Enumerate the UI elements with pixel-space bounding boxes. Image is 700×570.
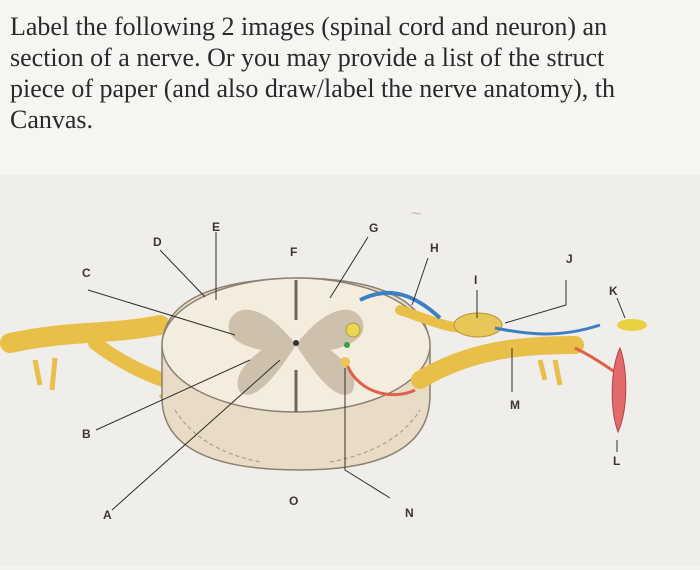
right-rootlets xyxy=(537,359,563,386)
interneuron xyxy=(345,322,361,338)
leader-line-k xyxy=(616,297,626,319)
label-d: D xyxy=(153,235,162,249)
motor-axon-internal xyxy=(345,364,416,397)
label-o: O xyxy=(289,494,298,508)
leader-line-j xyxy=(504,280,567,324)
right-spinal-nerve xyxy=(411,336,584,389)
question-line-3: piece of paper (and also draw/label the … xyxy=(10,74,615,103)
label-j: J xyxy=(566,252,573,266)
motor-neuron-body xyxy=(340,357,350,367)
gray-matter-left xyxy=(228,309,296,395)
label-m: M xyxy=(510,398,520,412)
spinal-cord-figure: ~ xyxy=(0,175,700,566)
leader-line-c xyxy=(87,289,236,336)
sensory-receptor xyxy=(617,319,647,331)
central-canal xyxy=(293,340,299,346)
left-spinal-nerve xyxy=(0,315,170,353)
leader-line-d xyxy=(159,249,206,298)
question-text: Label the following 2 images (spinal cor… xyxy=(0,0,700,175)
leader-line-a xyxy=(111,359,281,511)
label-b: B xyxy=(82,427,91,441)
spinal-cord-diagram: ~ xyxy=(0,204,647,522)
label-e: E xyxy=(212,220,220,234)
left-rootlets xyxy=(32,357,58,391)
dorsal-root-ganglion xyxy=(453,312,503,338)
leader-line-b xyxy=(95,359,251,431)
leader-line-n xyxy=(344,368,391,499)
pencil-scribble: ~ xyxy=(410,204,423,222)
leader-line-g xyxy=(329,236,369,299)
label-g: G xyxy=(369,221,378,235)
question-line-4: Canvas. xyxy=(10,105,94,134)
sensory-axon xyxy=(359,290,442,320)
label-f: F xyxy=(290,245,297,259)
sensory-fiber xyxy=(494,323,601,336)
label-k: K xyxy=(609,284,618,298)
label-n: N xyxy=(405,506,414,520)
label-a: A xyxy=(103,508,112,522)
effector-muscle xyxy=(611,346,627,434)
dashed-outline xyxy=(174,409,421,463)
label-c: C xyxy=(82,266,91,280)
synapse-dot xyxy=(344,342,350,348)
leader-lines xyxy=(87,232,626,511)
leader-line-h xyxy=(411,257,429,306)
label-l: L xyxy=(613,454,620,468)
question-line-1: Label the following 2 images (spinal cor… xyxy=(10,12,608,41)
label-h: H xyxy=(430,241,439,255)
question-line-2: section of a nerve. Or you may provide a… xyxy=(10,43,605,72)
label-i: I xyxy=(474,273,477,287)
